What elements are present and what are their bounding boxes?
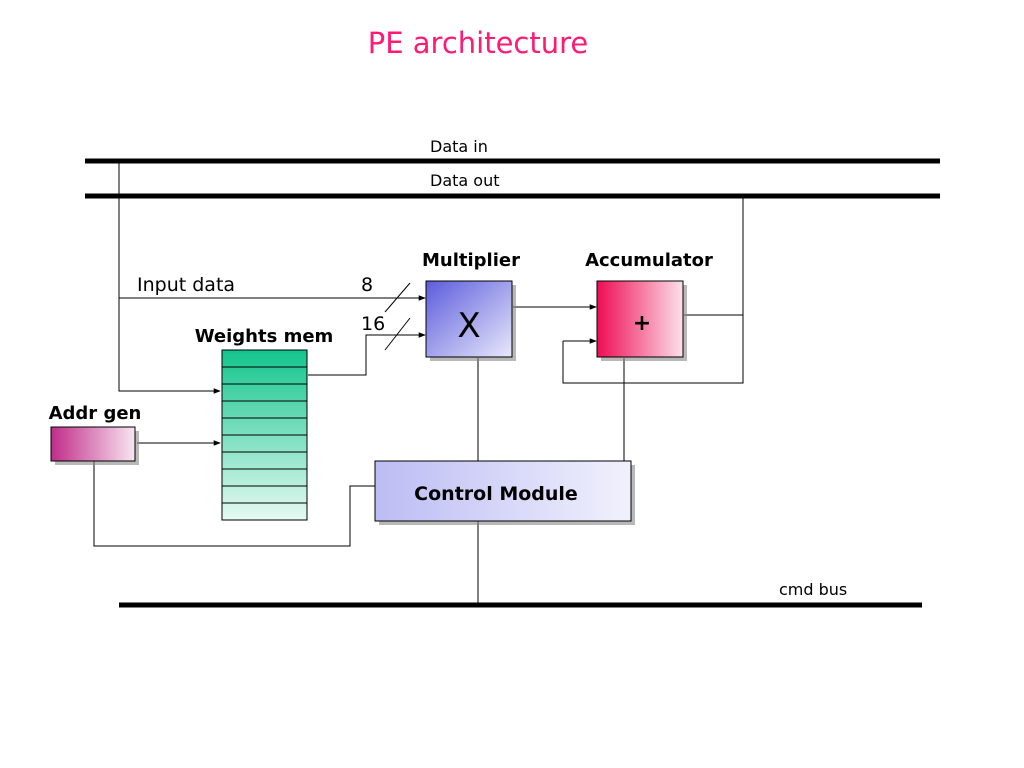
accumulator-block: + Accumulator xyxy=(585,250,713,361)
wires xyxy=(93,161,744,605)
multiplier-label: Multiplier xyxy=(422,250,520,271)
accumulator-label: Accumulator xyxy=(585,250,713,271)
width-16-slash xyxy=(384,317,411,351)
multiplier-symbol: X xyxy=(457,306,480,346)
addr-gen-control-wire xyxy=(93,461,375,547)
accumulator-symbol: + xyxy=(633,311,651,336)
addr-gen-label: Addr gen xyxy=(49,403,142,424)
width-8-slash xyxy=(384,282,411,313)
data-in-to-weights-wire xyxy=(118,161,221,394)
weights-mem-rows xyxy=(222,366,307,504)
cmd-bus-label: cmd bus xyxy=(779,580,847,599)
data-in-bus: Data in xyxy=(85,137,940,164)
addr-gen-block: Addr gen xyxy=(49,403,142,465)
control-module-block: Control Module xyxy=(374,460,635,525)
page-title: PE architecture xyxy=(368,26,589,60)
multiplier-block: X Multiplier xyxy=(422,250,520,361)
weights-mem-label: Weights mem xyxy=(195,326,334,347)
data-out-label: Data out xyxy=(430,171,500,190)
weights-mem-block: Weights mem xyxy=(195,326,334,521)
width-16-label: 16 xyxy=(361,313,385,335)
width-8-label: 8 xyxy=(361,274,373,296)
data-in-label: Data in xyxy=(430,137,488,156)
control-module-label: Control Module xyxy=(414,483,578,505)
weights-to-multiplier-wire xyxy=(308,332,426,376)
input-data-label: Input data xyxy=(137,274,235,296)
data-out-bus: Data out xyxy=(85,171,940,199)
cmd-bus: cmd bus xyxy=(119,580,922,608)
accumulator-feedback-wire xyxy=(562,196,744,384)
